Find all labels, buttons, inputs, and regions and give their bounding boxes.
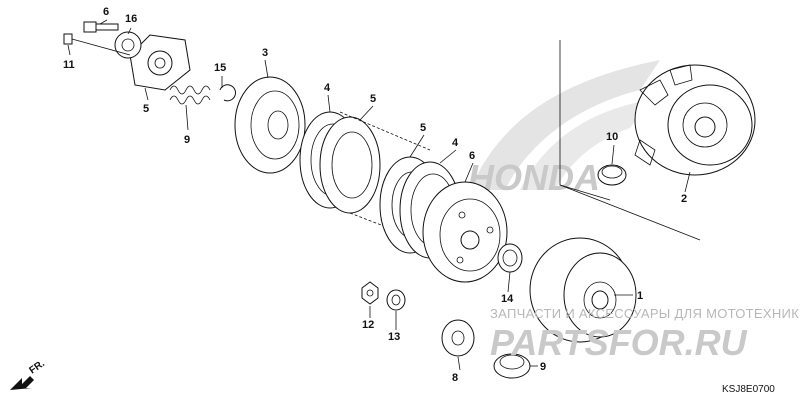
diagram-code: KSJ8E0700	[722, 384, 775, 395]
part2-outline	[559, 40, 701, 241]
part-7-lifter-plate	[129, 34, 191, 91]
part-12-bushing	[597, 164, 627, 186]
watermark-logo: PARTSFOR.RU	[490, 322, 748, 363]
callout-11: 9	[540, 361, 546, 373]
callout-3: 3	[262, 47, 268, 59]
callout-6: 6	[469, 150, 475, 162]
part-14-nut	[361, 281, 379, 305]
honda-wing-watermark: HONDA	[468, 60, 660, 198]
callout-5-right: 5	[420, 122, 426, 134]
part-8-bolt	[83, 21, 119, 33]
front-direction-arrow: FR.	[10, 358, 47, 390]
part-1-clutch-outer	[529, 237, 637, 343]
part-6-clutch-center	[422, 181, 508, 283]
part-9-spring	[169, 85, 211, 105]
callout-12: 10	[606, 131, 618, 143]
callout-labels: 6 16 11 5 9 15 3 4 5 5 4 6 10 2 1 14 12 …	[63, 6, 687, 384]
callout-5-left: 5	[370, 93, 376, 105]
callout-4-right: 4	[452, 137, 459, 149]
part-5-clutch-plate-a	[319, 116, 381, 214]
callout-13: 11	[63, 59, 75, 71]
callout-16: 14	[501, 293, 514, 305]
part-11-bushing	[493, 353, 531, 379]
part-10-gear	[441, 319, 475, 357]
callout-7: 5	[143, 103, 149, 115]
part-2-clutch-outer	[634, 64, 756, 176]
direction-label: FR.	[27, 358, 47, 376]
callout-17: 15	[214, 62, 226, 74]
watermark-tagline: ЗАПЧАСТИ И АКСЕССУАРЫ ДЛЯ МОТОТЕХНИКИ	[490, 306, 800, 321]
part-13-bolt	[63, 33, 131, 56]
callout-1: 1	[637, 290, 643, 302]
part-16-thrust-washer	[497, 243, 523, 273]
callout-8: 6	[103, 6, 109, 18]
leader-lines	[67, 19, 691, 371]
callout-2: 2	[681, 193, 687, 205]
callout-4-left: 4	[324, 82, 331, 94]
partsfor-watermark: ЗАПЧАСТИ И АКСЕССУАРЫ ДЛЯ МОТОТЕХНИКИ PA…	[490, 306, 800, 363]
assembly-line-top	[339, 111, 431, 151]
part-3-pressure-plate	[234, 76, 306, 174]
callout-10: 8	[452, 372, 458, 384]
part-17-circlip	[219, 84, 236, 102]
part-18-bearing	[114, 31, 142, 59]
callout-18: 16	[125, 13, 137, 25]
part-15-washer	[386, 289, 406, 311]
callout-9: 9	[184, 134, 190, 146]
callout-15: 13	[388, 331, 400, 343]
callout-14: 12	[362, 319, 374, 331]
